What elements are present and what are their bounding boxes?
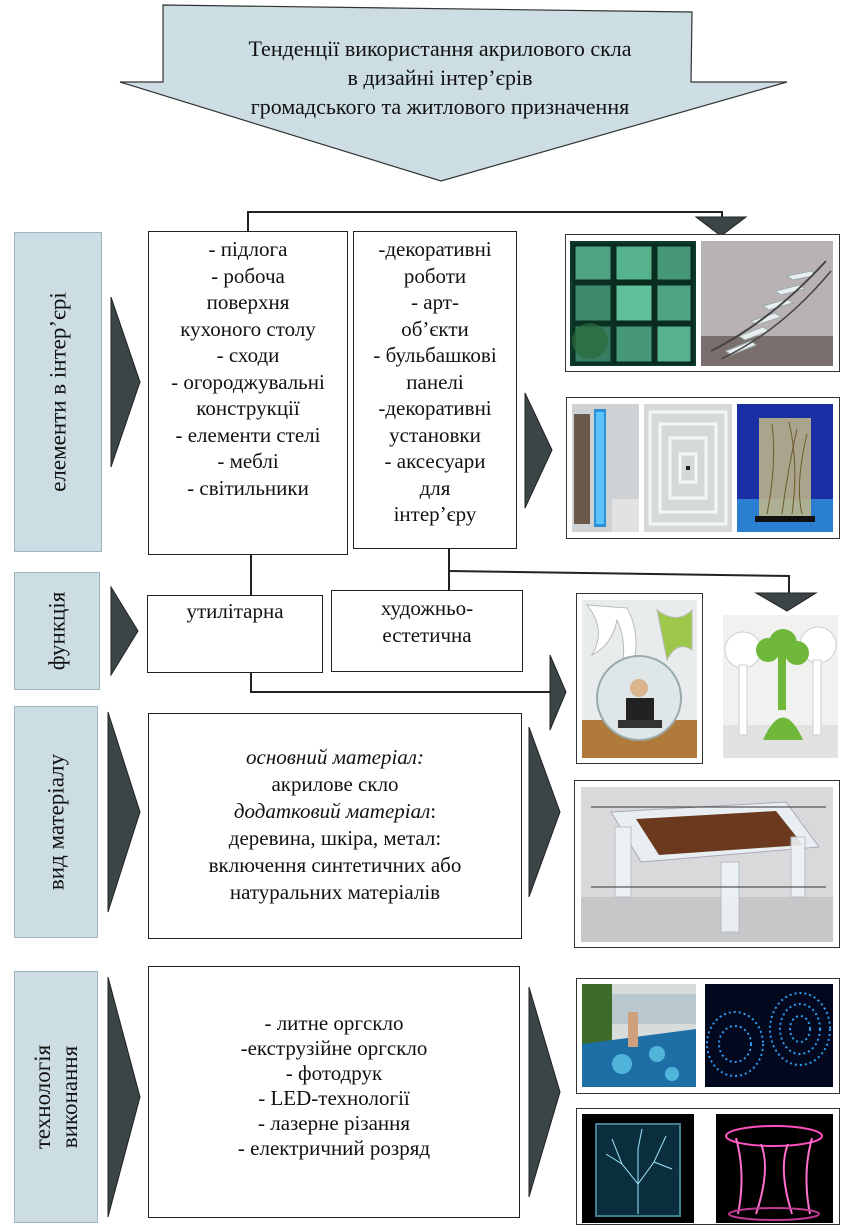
function-utilitarian-label: утилітарна [186,599,284,623]
photo-bubble-panel [572,404,639,532]
sidebar-material: вид матеріалу [14,706,98,938]
elements-left-line: - меблі [217,449,279,473]
function-artistic-box: художньо- естетична [331,590,523,672]
header-arrow [119,4,788,182]
sidebar-technology-label: технологія виконання [29,987,83,1207]
material-box: основний матеріал: акрилове скло додатко… [148,713,522,939]
material-extra-value-1: деревина, шкіра, метал: [228,826,442,850]
material-extra-label-row: додатковий матеріал: [234,798,436,825]
sidebar-technology: технологія виконання [14,971,98,1223]
elements-left-line: кухоного столу [180,316,316,341]
photo-decorative-installation [737,404,833,532]
material-extra-suffix: : [430,799,437,823]
photo-lichtenberg-cube [582,1114,694,1223]
technology-line: -екструзійне оргскло [240,1036,428,1060]
photo-acrylic-trees [723,615,838,758]
elements-left-line: - сходи [216,343,280,367]
sidebar-material-label: вид матеріалу [43,753,69,891]
technology-line: - лазерне різання [257,1111,411,1135]
elements-left-line: конструкції [196,396,300,420]
material-extra-value-3: натуральних матеріалів [229,880,441,904]
photo-led-tunnel [705,984,833,1087]
technology-line: - LED-технології [258,1086,410,1110]
function-utilitarian-box: утилітарна [147,595,323,673]
sidebar-function: функція [14,572,100,690]
elements-right-line: роботи [403,263,467,288]
sidebar-elements: елементи в інтер’єрі [14,232,102,552]
photo-glass-staircase [701,241,833,366]
header-line-1: Тенденції використання акрилового скла [248,36,632,61]
elements-right-line: для [419,475,451,500]
technology-line: - фотодрук [285,1061,383,1085]
technology-box: - литне оргскло -екструзійне оргскло - ф… [148,966,520,1218]
elements-right-line: - арт- [411,290,459,314]
material-extra-value-2: включення синтетичних або [208,853,462,877]
elements-right-line: - аксесуари [384,449,486,473]
header-line-2: в дизайні інтер’єрів [347,65,533,90]
elements-right-line: установки [389,422,481,447]
photo-bubble-chair [582,600,697,758]
material-extra-label: додатковий матеріал [233,799,431,823]
elements-left-line: - підлога [208,237,288,261]
elements-right-line: - бульбашкові [373,343,497,367]
sidebar-technology-line-2: виконання [57,1045,82,1149]
photo-acrylic-table [581,787,833,942]
elements-right-line: панелі [406,369,464,394]
elements-right-line: об’єкти [401,316,469,341]
technology-line: - електричний розряд [237,1136,431,1160]
sidebar-elements-label: елементи в інтер’єрі [45,292,71,492]
elements-box-left: - підлога - робоча поверхня кухоного сто… [148,231,348,555]
technology-line: - литне оргскло [264,1011,404,1035]
elements-box-right: -декоративні роботи - арт- об’єкти - бул… [353,231,517,549]
elements-left-line: - світильники [187,475,309,500]
elements-right-line: -декоративні [378,237,492,261]
photo-glowing-ceiling [570,241,696,366]
function-artistic-line-1: художньо- [380,596,474,620]
header-title: Тенденції використання акрилового скла в… [200,34,680,121]
material-main-value: акрилове скло [271,772,399,796]
elements-left-line: поверхня [206,290,290,314]
photo-pink-led-table [716,1114,833,1223]
elements-right-line: інтер’єру [393,502,477,526]
elements-right-line: -декоративні [378,396,492,420]
sidebar-function-label: функція [44,591,70,671]
sidebar-technology-line-1: технологія [30,1044,55,1150]
function-artistic-line-2: естетична [382,622,472,647]
material-main-label: основний матеріал: [246,745,424,769]
photo-3d-floor [582,984,696,1087]
header-line-3: громадського та житлового призначення [250,94,630,119]
elements-left-line: - огороджувальні [171,369,325,394]
elements-left-line: - робоча [211,263,285,288]
elements-left-line: - елементи стелі [175,422,321,447]
photo-acrylic-art-object [644,404,732,532]
